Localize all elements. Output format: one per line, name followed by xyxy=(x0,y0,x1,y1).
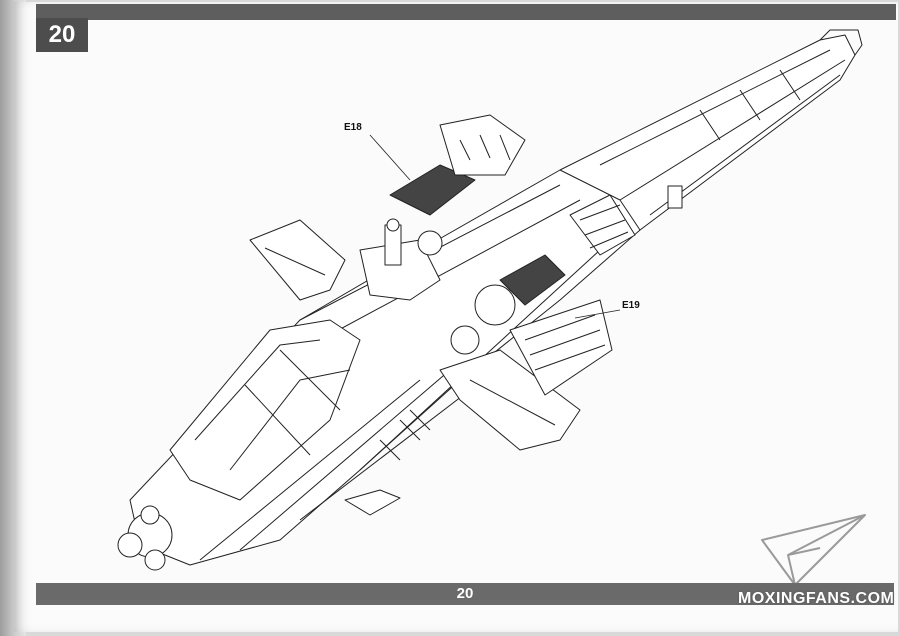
paper-plane-logo-icon xyxy=(761,514,866,586)
left-stub-wing xyxy=(249,219,346,301)
page-number: 20 xyxy=(456,585,474,602)
canopy xyxy=(169,319,361,501)
callout-e19: E19 xyxy=(622,300,640,311)
nose-sensor-turret xyxy=(117,505,173,571)
e18-leader-line xyxy=(369,134,411,181)
upper-engine-bay xyxy=(389,114,526,216)
landing-gear xyxy=(344,489,401,516)
watermark-text: MOXINGFANS.COM xyxy=(738,590,895,607)
right-stub-wing xyxy=(439,349,581,451)
lower-engine-bay xyxy=(450,254,613,396)
exhaust-panel xyxy=(569,194,636,256)
rotor-mast xyxy=(359,218,443,301)
bottom-footer-band: 20 xyxy=(36,583,894,605)
top-header-band xyxy=(36,4,896,20)
e19-leader-line xyxy=(574,309,621,319)
tail-boom xyxy=(559,29,863,241)
callout-e18: E18 xyxy=(344,122,362,133)
step-number-badge: 20 xyxy=(36,18,88,52)
